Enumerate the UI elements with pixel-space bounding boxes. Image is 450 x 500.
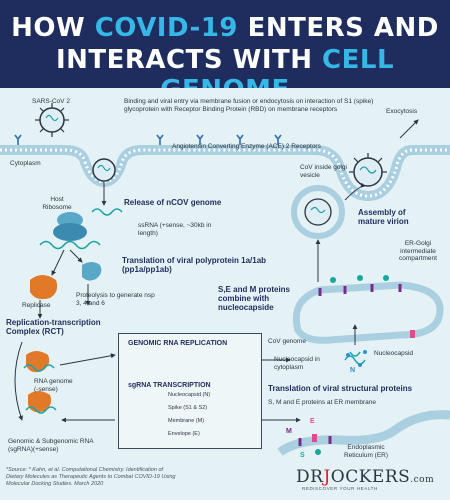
replicase-label: Replicase (22, 302, 51, 309)
title-line-1: HOW COVID-19 ENTERS AND (11, 13, 439, 43)
translation-structural-label: Translation of viral structural proteins (268, 384, 413, 393)
released-rna-strand (91, 208, 123, 216)
e-protein-tag: E (310, 418, 315, 425)
binding-label: Binding and viral entry via membrane fus… (124, 98, 374, 113)
n-protein-tag: N (350, 367, 356, 374)
er-membrane-icon (277, 410, 450, 456)
golgi-vesicle-icon (291, 185, 345, 239)
rna-genome-label: RNA genome (-sense) (34, 378, 73, 393)
nucleocapsid-cytoplasm-label: Nucleocapsid in cytoplasm (274, 356, 320, 371)
sars-cov-2-label: SARS-CoV 2 (32, 98, 70, 105)
sme-er-label: S, M and E proteins at ER membrane (268, 399, 377, 406)
cov-golgi-label: CoV inside golgi vesicle (300, 164, 347, 179)
title-line-2: INTERACTS WITH CELL GENOME (55, 45, 395, 105)
translation-polyprotein-label: Translation of viral polyprotein 1a/1ab … (122, 256, 267, 274)
cell-membrane (0, 145, 450, 202)
polyprotein-icon (82, 262, 102, 281)
endocytosis-virus-icon (92, 158, 116, 182)
translated-rna-strand (39, 240, 101, 250)
host-ribosome-label: Host Ribosome (42, 196, 72, 211)
er-golgi-compartment-icon (292, 275, 444, 344)
genomic-rna-replication-title: GENOMIC RNA REPLICATION (128, 340, 228, 347)
legend-spike: Spike (S1 & S2) (168, 405, 208, 411)
host-ribosome-icon (53, 212, 87, 241)
assembly-label: Assembly of mature virion (358, 208, 409, 226)
er-label: Endoplasmic Reticulum (ER) (343, 444, 389, 459)
m-protein-tag: M (286, 428, 292, 435)
logo-tagline: REDISCOVER YOUR HEALTH (302, 486, 378, 491)
source-citation: *Source: * Kahn, et al. Computational Ch… (6, 467, 176, 487)
exocytosis-virus-icon (349, 153, 387, 187)
header-banner: HOW COVID-19 ENTERS AND INTERACTS WITH C… (0, 0, 450, 105)
ace2-label: Angiotensin Converting Enzyme (ACE) 2 Re… (172, 143, 321, 150)
genomic-subgenomic-label: Genomic & Subgenomic RNA (sgRNA)(+sense) (8, 438, 94, 453)
exocytosis-label: Exocytosis (386, 108, 418, 115)
s-protein-tag: S (300, 452, 305, 459)
cytoplasm-label: Cytoplasm (10, 160, 41, 167)
ace2-receptor-icons (14, 134, 282, 145)
sgrna-transcription-title: sgRNA TRANSCRIPTION (128, 382, 211, 389)
rct-complex-icon (23, 351, 57, 414)
sars-cov-2-virus-icon (35, 103, 69, 137)
cov-genome-label: CoV genome (268, 338, 306, 345)
rna-legend-box (118, 333, 262, 449)
nucleocapsid-label: Nucleocapsid (374, 350, 414, 357)
er-golgi-label: ER-Golgi intermediate compartment (399, 240, 437, 262)
release-genome-label: Release of nCOV genome (124, 198, 222, 207)
replicase-icon (30, 275, 58, 300)
drjockers-logo: DRJOCKERS.com (296, 467, 435, 487)
legend-nucleocapsid: Nucleocapsid (N) (168, 392, 211, 398)
rct-label: Replication-transcription Complex (RCT) (6, 318, 101, 336)
legend-membrane: Membrane (M) (168, 418, 205, 424)
ssrna-label: ssRNA (+sense, ~30kb in length) (138, 222, 212, 237)
sem-combine-label: S,E and M proteins combine with nucleoca… (218, 285, 291, 312)
proteolysis-label: Proteolysis to generate nsp 3, 4 and 6 (76, 292, 155, 307)
legend-envelope: Envelope (E) (168, 431, 200, 437)
nucleocapsid-icon (344, 350, 367, 367)
